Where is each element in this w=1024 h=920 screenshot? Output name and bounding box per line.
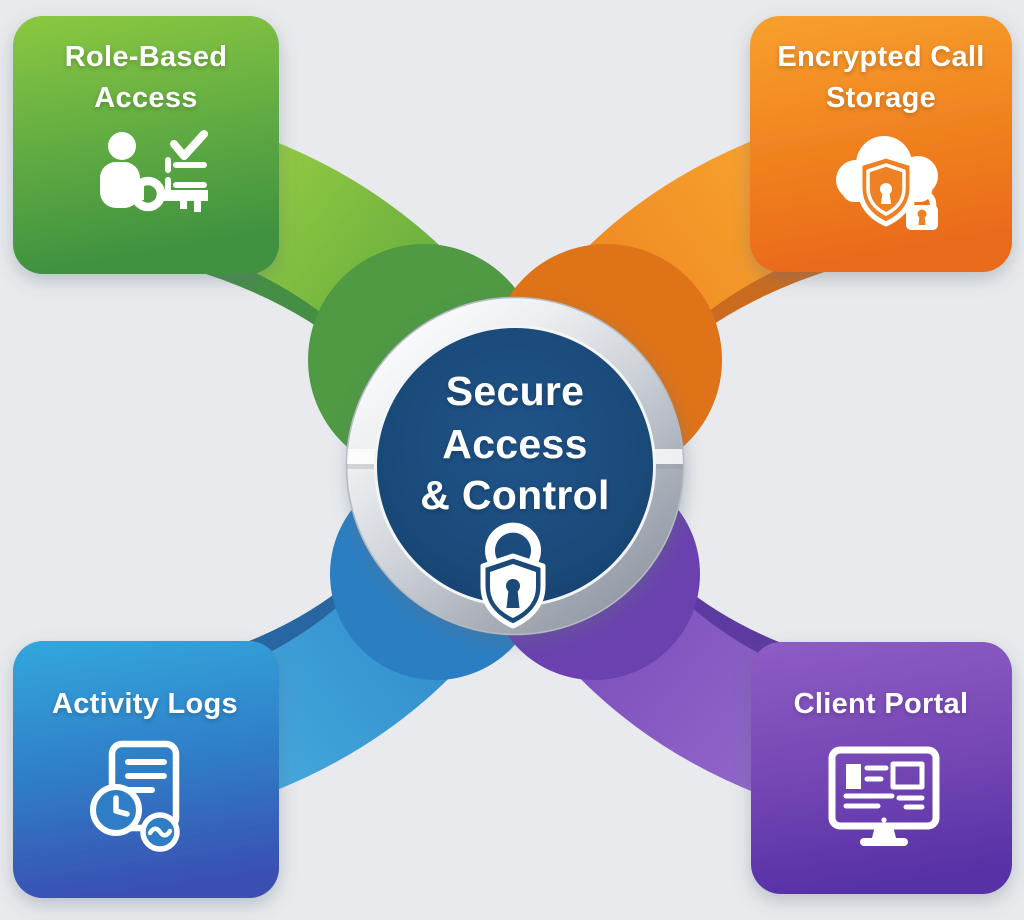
- card-title-line: Client Portal: [794, 688, 969, 720]
- center-title-line: & Control: [420, 472, 609, 518]
- padlock: [906, 189, 938, 230]
- card-encrypted-call-storage: Encrypted Call Storage: [750, 16, 1012, 272]
- shield-lock-icon: [480, 522, 546, 629]
- card-surface: [13, 16, 279, 274]
- card-role-based-access: Role-Based Access: [13, 16, 279, 274]
- card-title-line: Encrypted Call: [777, 41, 984, 73]
- ring-outer-edge: [345, 296, 685, 636]
- user-key-checklist-icon: [100, 130, 208, 212]
- center-title-line: Access: [442, 421, 587, 467]
- card-activity-logs: Activity Logs: [13, 641, 279, 898]
- card-title-line: Storage: [826, 82, 936, 114]
- cloud-shield-lock-icon: [836, 136, 938, 230]
- card-title-line: Access: [94, 82, 197, 114]
- card-title-line: Activity Logs: [52, 688, 238, 720]
- card-title-line: Role-Based: [65, 41, 228, 73]
- center-title-line: Secure: [446, 368, 585, 414]
- card-surface: [13, 641, 279, 898]
- center-hub: Secure Access & Control: [335, 296, 695, 636]
- monitor-dashboard-icon: [828, 746, 940, 846]
- center-disc: [377, 328, 653, 604]
- card-client-portal: Client Portal: [751, 642, 1012, 894]
- shield-keyhole: [857, 153, 915, 227]
- document-clock-icon: [90, 740, 180, 852]
